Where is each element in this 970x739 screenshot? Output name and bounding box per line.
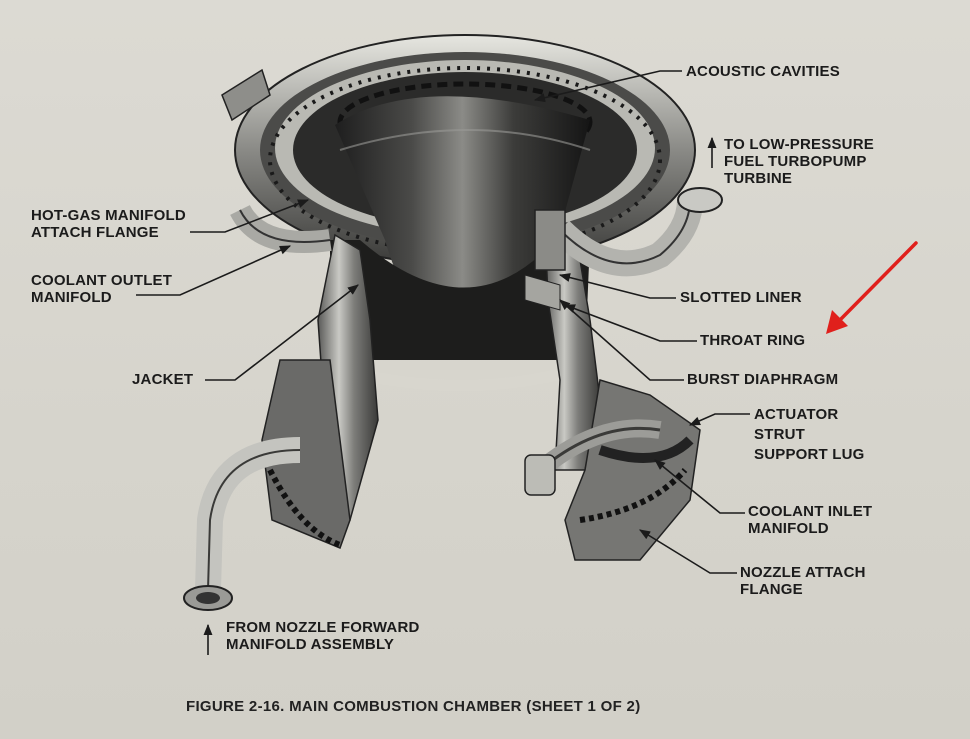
label-coolant-outlet-line1: COOLANT OUTLET <box>31 272 173 289</box>
leader-hot-gas <box>190 199 310 233</box>
label-to-low-pressure-line1: TO LOW-PRESSURE <box>724 136 874 153</box>
label-coolant-inlet-line1: COOLANT INLET <box>748 503 873 520</box>
label-hot-gas-line1: HOT-GAS MANIFOLD <box>31 207 186 224</box>
label-burst-diaphragm: BURST DIAPHRAGM <box>687 371 839 388</box>
label-coolant-inlet-manifold: COOLANT INLET MANIFOLD <box>748 503 872 537</box>
label-to-low-pressure: TO LOW-PRESSURE FUEL TURBOPUMP TURBINE <box>724 136 874 187</box>
leader-coolant-inlet <box>654 459 745 514</box>
label-coolant-outlet-manifold: COOLANT OUTLET MANIFOLD <box>31 272 172 306</box>
chamber-illustration <box>183 34 723 611</box>
leader-slotted-liner <box>558 273 676 299</box>
label-from-nozzle-line1: FROM NOZZLE FORWARD <box>226 619 420 636</box>
leader-jacket <box>205 284 359 381</box>
label-nozzle-attach-flange: NOZZLE ATTACH FLANGE <box>740 564 866 598</box>
label-actuator-strut-support-lug: ACTUATOR STRUT SUPPORT LUG <box>754 405 865 465</box>
label-nozzle-attach-line2: FLANGE <box>740 581 803 598</box>
leader-throat-ring <box>563 304 697 342</box>
label-from-nozzle-forward-manifold: FROM NOZZLE FORWARD MANIFOLD ASSEMBLY <box>226 619 420 653</box>
label-from-nozzle-line2: MANIFOLD ASSEMBLY <box>226 636 395 653</box>
leader-coolant-outlet <box>136 245 292 296</box>
label-to-low-pressure-line2: FUEL TURBOPUMP <box>724 153 867 170</box>
leader-nozzle-attach <box>639 529 737 574</box>
leader-lines <box>136 70 750 655</box>
label-coolant-inlet-line2: MANIFOLD <box>748 520 829 537</box>
label-nozzle-attach-line1: NOZZLE ATTACH <box>740 564 866 581</box>
label-actuator-line2: STRUT <box>754 426 805 443</box>
figure-caption: FIGURE 2-16. MAIN COMBUSTION CHAMBER (SH… <box>186 698 641 715</box>
leader-burst-diaphragm <box>559 299 684 381</box>
leader-actuator <box>688 413 750 426</box>
label-slotted-liner: SLOTTED LINER <box>680 289 802 306</box>
red-annotation-arrow <box>826 241 918 334</box>
label-actuator-line3: SUPPORT LUG <box>754 446 865 463</box>
label-to-low-pressure-line3: TURBINE <box>724 170 793 187</box>
label-hot-gas-line2: ATTACH FLANGE <box>31 224 159 241</box>
label-jacket: JACKET <box>132 371 194 388</box>
label-actuator-line1: ACTUATOR <box>754 406 839 423</box>
label-coolant-outlet-line2: MANIFOLD <box>31 289 112 306</box>
label-acoustic-cavities: ACOUSTIC CAVITIES <box>686 63 840 80</box>
leader-acoustic-cavities <box>533 70 682 103</box>
label-throat-ring: THROAT RING <box>700 332 806 349</box>
label-hot-gas-manifold: HOT-GAS MANIFOLD ATTACH FLANGE <box>31 207 186 241</box>
